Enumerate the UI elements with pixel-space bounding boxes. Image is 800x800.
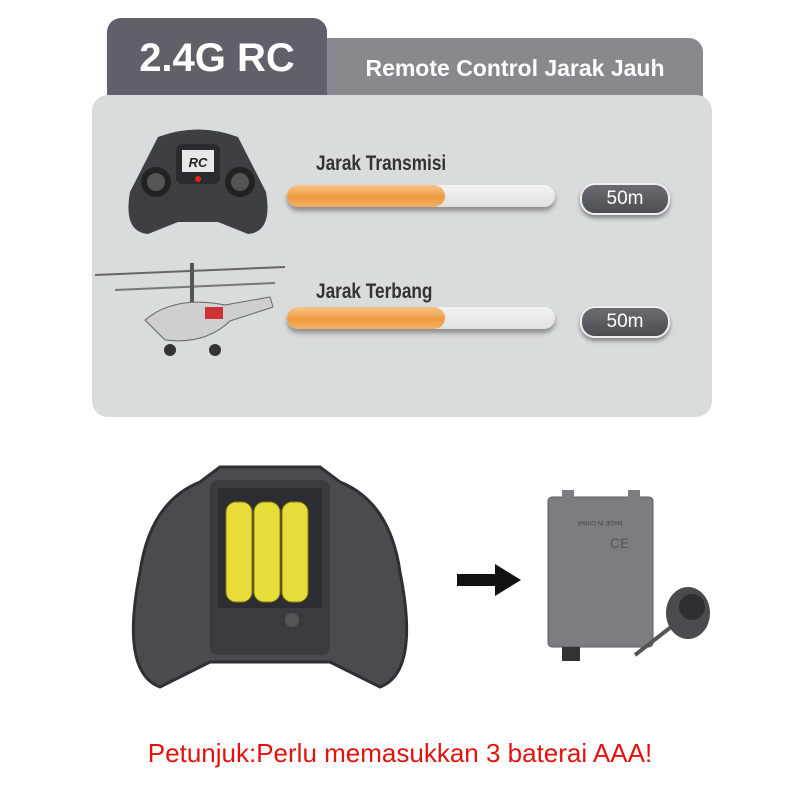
remote-back-image (131, 465, 409, 689)
arrow-right-icon (457, 564, 521, 596)
value-pill-terbang: 50m (580, 306, 670, 338)
spec-label-transmisi: Jarak Transmisi (316, 152, 447, 175)
remote-logo: RC (189, 155, 208, 170)
progress-fill (287, 185, 446, 207)
progress-bar-terbang (287, 307, 555, 329)
header-title-bar: Remote Control Jarak Jauh (327, 38, 703, 98)
battery-cover-text: MADE IN CHINA (577, 519, 622, 525)
header-title: Remote Control Jarak Jauh (365, 55, 665, 81)
progress-fill (287, 307, 446, 329)
header-badge: 2.4G RC (107, 18, 327, 98)
badge-text: 2.4G RC (139, 36, 295, 80)
battery-cover-image: MADE IN CHINA CE (547, 490, 710, 661)
progress-bar-transmisi (287, 185, 555, 207)
remote-controller-image: RC (128, 129, 268, 234)
battery-tip: Petunjuk:Perlu memasukkan 3 baterai AAA! (147, 738, 653, 768)
spec-label-terbang: Jarak Terbang (316, 280, 433, 303)
svg-text:CE: CE (610, 535, 629, 551)
value-pill-transmisi: 50m (580, 183, 670, 215)
helicopter-image (95, 263, 285, 356)
